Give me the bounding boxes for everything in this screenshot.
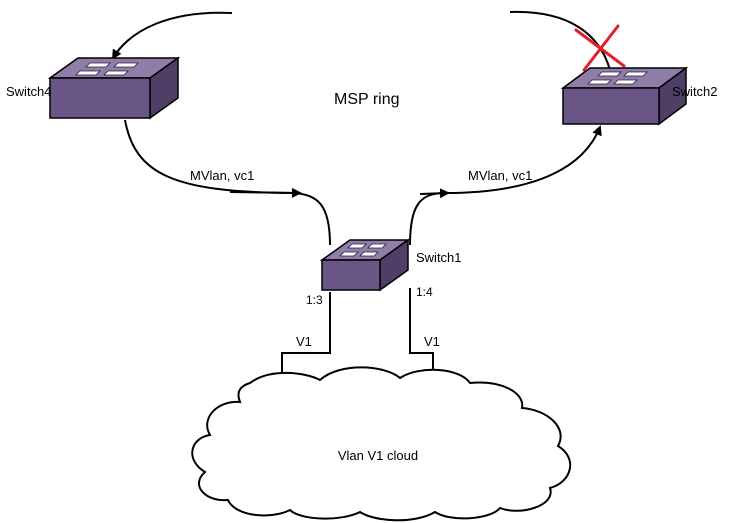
arrow-switch4-to-switch1 [229, 187, 302, 198]
switch1-icon[interactable] [319, 238, 411, 292]
switch2-label: Switch2 [672, 84, 718, 99]
ring-link-top-left [111, 11, 233, 60]
link-port-1-3 [281, 292, 331, 390]
right-mvlan-label: MVlan, vc1 [468, 168, 532, 183]
switch1-label: Switch1 [416, 250, 462, 265]
vlan-cloud [191, 366, 572, 522]
vlan-label-left: V1 [296, 334, 312, 349]
arrow-switch1-to-switch2 [419, 188, 450, 199]
switch2-icon[interactable] [560, 66, 689, 126]
switch4-label: Switch4 [6, 84, 52, 99]
port-label-right: 1:4 [416, 285, 433, 299]
left-mvlan-label: MVlan, vc1 [190, 168, 254, 183]
port-label-left: 1:3 [306, 293, 323, 307]
cloud-label: Vlan V1 cloud [338, 448, 418, 463]
link-switch1-to-switch2 [409, 125, 602, 246]
switch4-icon[interactable] [47, 56, 181, 120]
link-failure-x-icon [574, 24, 626, 72]
ring-label: MSP ring [334, 91, 400, 108]
ring-link-top-right [509, 10, 611, 71]
vlan-label-right: V1 [424, 334, 440, 349]
